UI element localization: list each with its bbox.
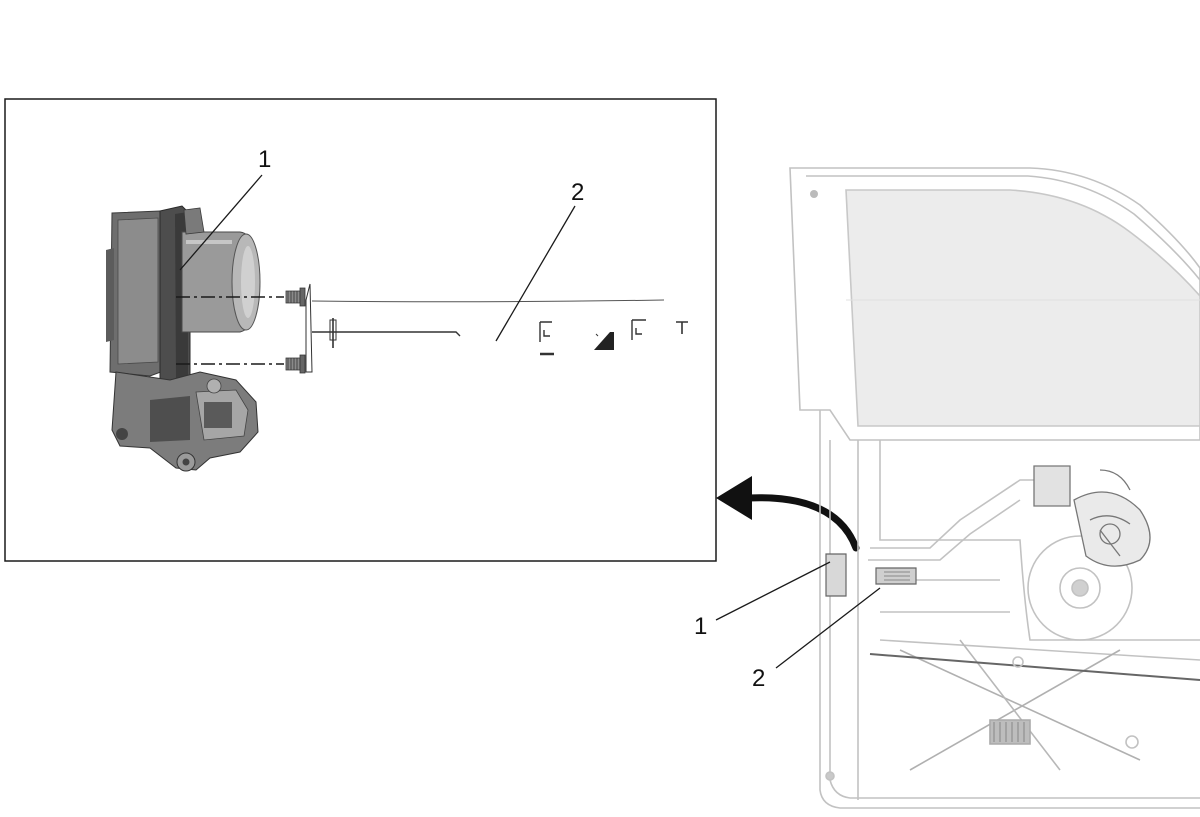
door-overview: [789, 167, 1200, 809]
door-callout-1: 1: [694, 613, 707, 640]
screw-lower: [176, 354, 306, 374]
door-speaker: [1027, 535, 1133, 641]
inset-leader-line-1: [179, 174, 263, 271]
screw-upper: [176, 287, 306, 307]
direction-arrow: [716, 476, 860, 552]
inset-leader-line-2: [495, 205, 576, 342]
door-panel-edge: [305, 283, 665, 373]
inset-callout-2: 2: [571, 179, 584, 206]
door-leader-line-2: [775, 587, 881, 669]
door-leader-line-1: [715, 561, 831, 621]
door-callout-2: 2: [752, 665, 765, 692]
door-body-outline: [819, 410, 1200, 809]
window-regulator-motor: [1033, 465, 1151, 567]
door-window-glass: [845, 189, 1200, 427]
door-lock-actuator: [106, 205, 261, 472]
door-lock-location: [825, 553, 917, 597]
inset-detail-view: 1 2: [4, 98, 717, 562]
door-clips: [539, 319, 688, 356]
inset-callout-1: 1: [258, 146, 271, 173]
